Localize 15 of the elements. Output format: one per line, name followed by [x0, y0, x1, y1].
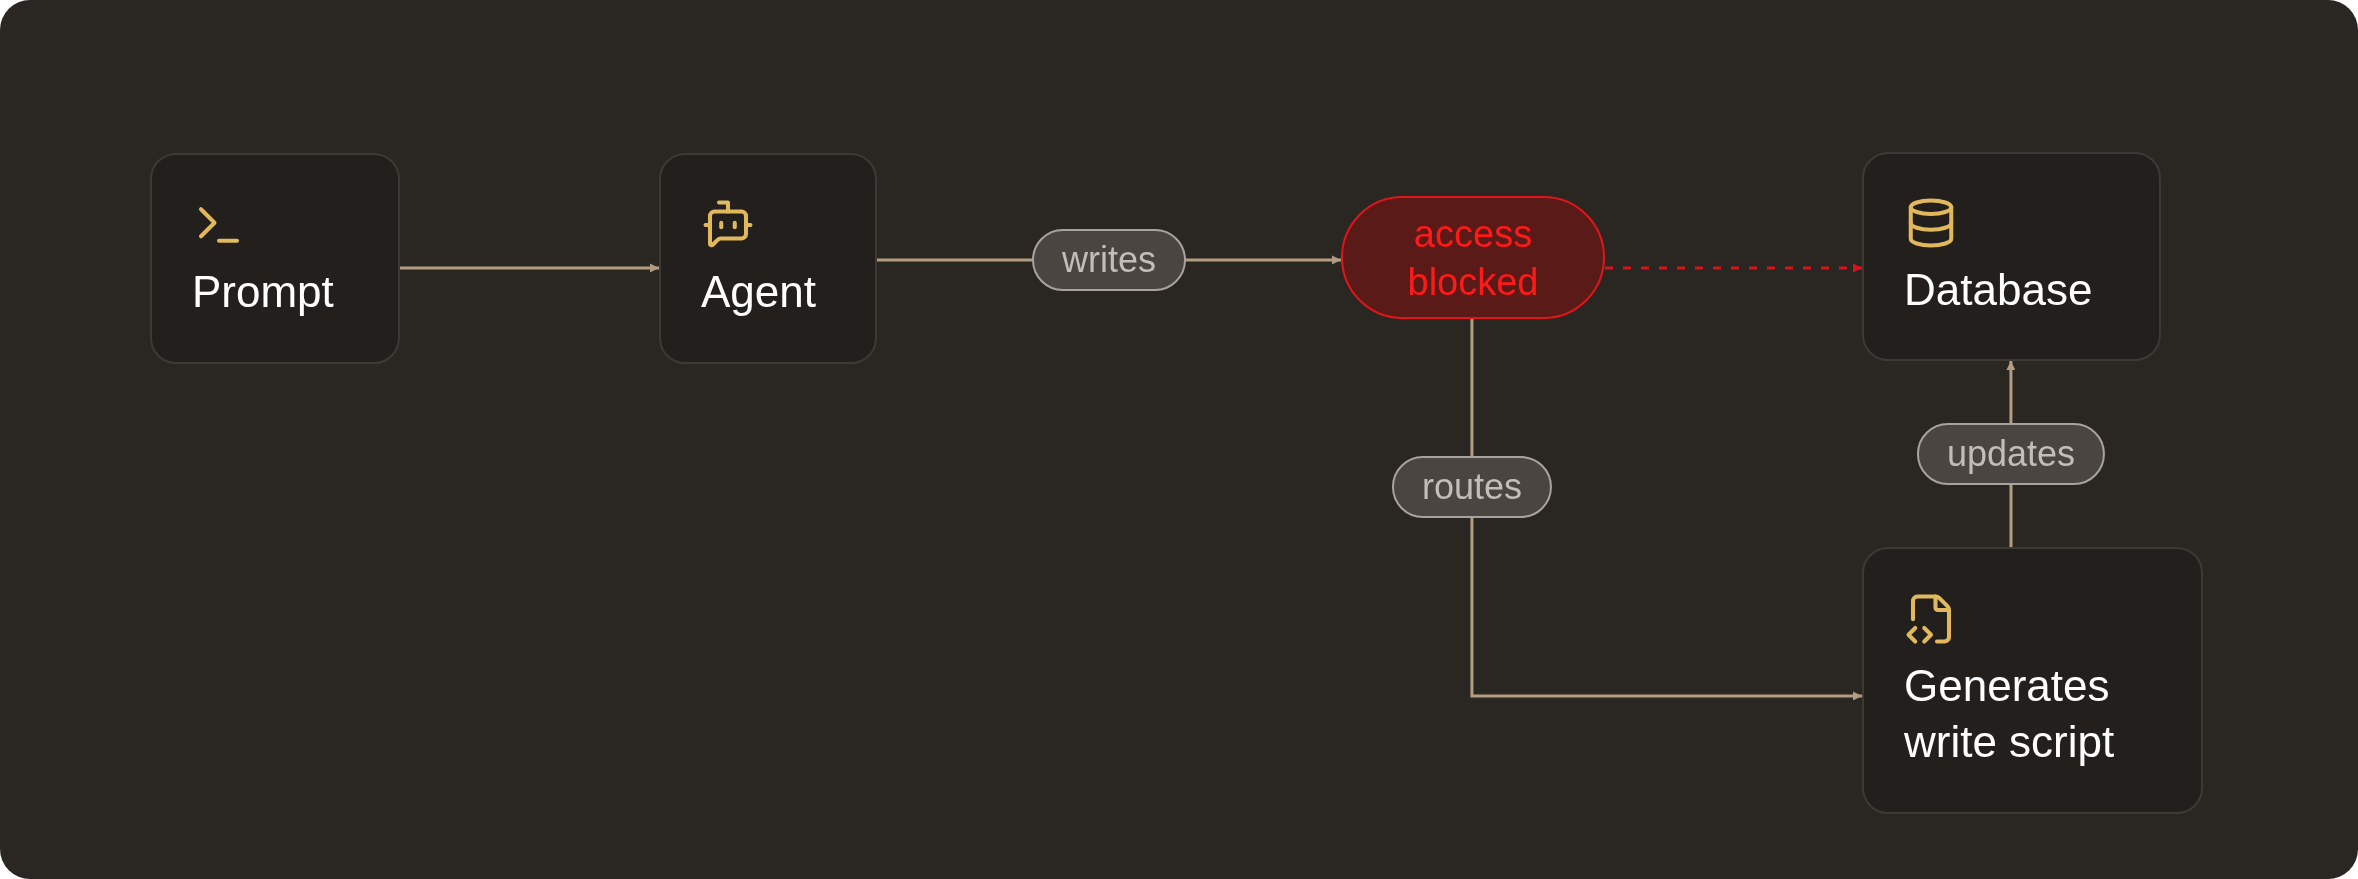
- node-card: [150, 153, 400, 364]
- edge-label: updates: [1916, 423, 2105, 485]
- node-label: Database: [1904, 263, 2094, 316]
- node-label: access blocked: [1406, 211, 1540, 305]
- node-label: Agent: [701, 265, 817, 318]
- node-card: [1862, 152, 2161, 361]
- edge-label: writes: [1032, 228, 1186, 291]
- node-card: [1862, 547, 2203, 814]
- edge-label: routes: [1391, 456, 1552, 519]
- arrow: [1605, 263, 1862, 273]
- arrow: [400, 263, 659, 273]
- node-label: Prompt: [192, 265, 335, 318]
- node-label: Generates write script: [1904, 659, 2116, 768]
- node-card: [659, 153, 877, 364]
- arrow: [1470, 319, 1862, 701]
